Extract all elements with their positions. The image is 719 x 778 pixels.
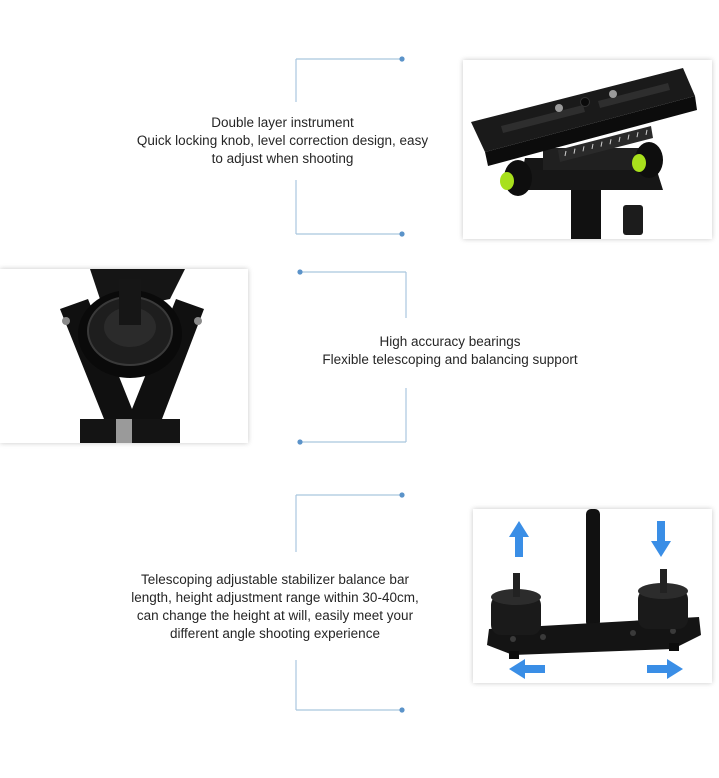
scale-tick <box>573 148 576 154</box>
arrow-up-icon <box>509 521 529 557</box>
scale-tick <box>591 143 594 150</box>
plate-hole <box>670 628 676 634</box>
bracket-dot <box>399 707 405 713</box>
plate-edge <box>485 96 697 166</box>
photo-bearing-joint <box>0 269 248 443</box>
caption-line: High accuracy bearings <box>379 334 521 349</box>
scale-tick <box>609 139 612 145</box>
caption-line: length, height adjustment range within 3… <box>131 590 419 605</box>
scale-tick <box>564 150 567 157</box>
plate-slot <box>598 83 670 108</box>
weight-knob-left <box>513 573 520 597</box>
screw <box>555 104 563 112</box>
weight-knob-right <box>660 569 667 593</box>
bracket-dot <box>399 231 405 237</box>
scale-tick <box>636 132 639 138</box>
yoke-screw <box>194 317 202 325</box>
center-pole <box>586 509 600 627</box>
quick-release-plate-illustration <box>471 68 697 239</box>
screw <box>609 90 617 98</box>
bubble-level-right <box>632 154 646 172</box>
scale-tick <box>618 136 621 142</box>
scale-tick <box>600 141 603 147</box>
bubble-level-left <box>500 172 514 190</box>
scale-tick <box>645 129 648 135</box>
scale-tick <box>627 134 630 140</box>
photo-quick-release-plate <box>463 60 712 239</box>
bracket-dot <box>297 269 303 275</box>
caption-section-2: High accuracy bearings Flexible telescop… <box>290 333 610 369</box>
caption-line: Flexible telescoping and balancing suppo… <box>322 352 578 367</box>
balance-bar-illustration <box>487 509 701 679</box>
plate-hole <box>540 634 546 640</box>
caption-section-3: Telescoping adjustable stabilizer balanc… <box>105 571 445 643</box>
bearing-inner <box>104 307 156 347</box>
counterweight-left <box>491 595 541 635</box>
plate-hole <box>630 630 636 636</box>
arrow-left-icon <box>509 659 545 679</box>
bracket-dot <box>399 56 405 62</box>
side-knob <box>623 205 643 235</box>
plate-hole <box>510 636 516 642</box>
caption-line: different angle shooting experience <box>170 626 380 641</box>
caption-line: Telescoping adjustable stabilizer balanc… <box>141 572 409 587</box>
counterweight-right <box>638 589 688 629</box>
arrow-right-icon <box>647 659 683 679</box>
foot <box>669 643 679 651</box>
caption-section-1: Double layer instrument Quick locking kn… <box>110 114 455 168</box>
caption-line: Quick locking knob, level correction des… <box>136 133 429 148</box>
photo-balance-bar <box>473 509 712 683</box>
arrow-down-icon <box>651 521 671 557</box>
shaft <box>119 279 141 325</box>
screw-hole <box>580 97 590 107</box>
bearing-joint-illustration <box>60 269 204 443</box>
caption-line: Double layer instrument <box>211 115 354 130</box>
bolt <box>116 419 132 443</box>
caption-line: to adjust when shooting <box>211 151 354 166</box>
foot <box>509 651 519 659</box>
yoke-screw <box>62 317 70 325</box>
scale-tick <box>582 146 585 152</box>
caption-line: can change the height at will, easily me… <box>136 608 414 623</box>
plate-slot <box>501 105 585 133</box>
bracket-dot <box>399 492 405 498</box>
bracket-dot <box>297 439 303 445</box>
